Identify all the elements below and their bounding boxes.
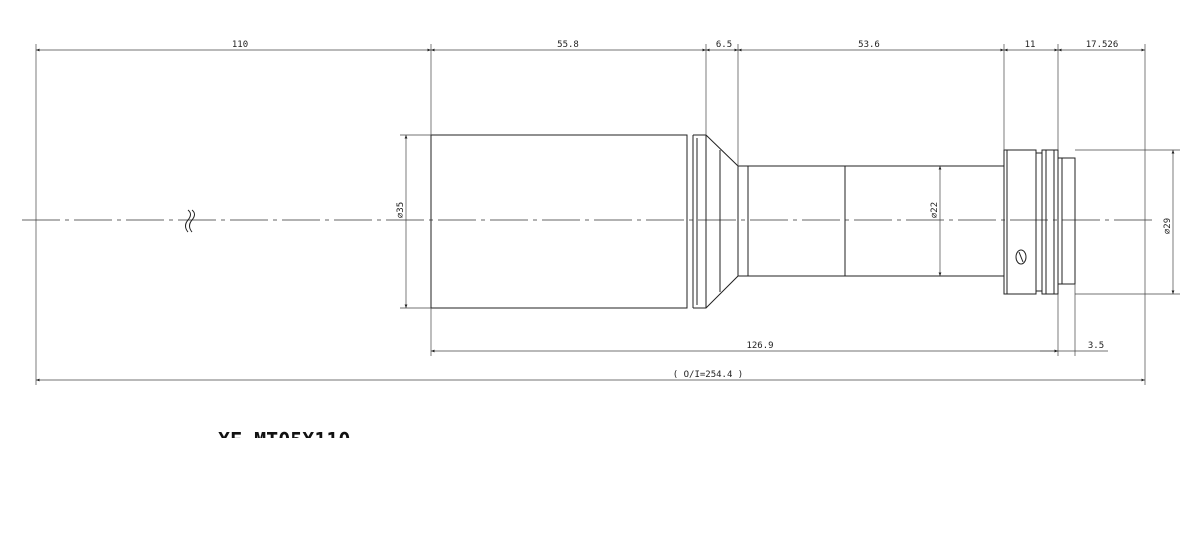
- model-label: XF-MT05X110: [218, 428, 350, 452]
- dia-29-label: ⌀29: [1163, 218, 1173, 234]
- dim-11: 11: [1025, 40, 1036, 50]
- taper-section: [693, 134, 739, 309]
- main-barrel: [430, 134, 688, 309]
- break-symbol: [185, 209, 195, 233]
- dim-53-6: 53.6: [858, 40, 880, 50]
- small-barrel: [737, 165, 1005, 277]
- mount-ring: [1003, 149, 1037, 295]
- diameter-dimensions: ⌀35 ⌀22 ⌀29: [396, 134, 1180, 309]
- mount-thread: [1041, 149, 1059, 295]
- bottom-dimensions: 126.9 3.5 ( O/I=254.4 ): [36, 284, 1145, 382]
- screw-mark: [1015, 249, 1027, 265]
- mount-flange: [1035, 152, 1043, 292]
- dia-35-label: ⌀35: [396, 202, 406, 218]
- dim-6-5: 6.5: [716, 40, 732, 50]
- dim-17-526: 17.526: [1086, 40, 1119, 50]
- dim-3-5: 3.5: [1088, 341, 1104, 351]
- top-dimensions: 110 55.8 6.5 53.6 11 17.526: [35, 40, 1146, 385]
- dim-110: 110: [232, 40, 248, 50]
- dia-22-label: ⌀22: [930, 202, 940, 218]
- dim-total: ( O/I=254.4 ): [673, 370, 743, 380]
- dim-126-9: 126.9: [746, 341, 773, 351]
- lens-body: [430, 134, 1076, 309]
- mount-end: [1057, 157, 1076, 285]
- dim-55-8: 55.8: [557, 40, 579, 50]
